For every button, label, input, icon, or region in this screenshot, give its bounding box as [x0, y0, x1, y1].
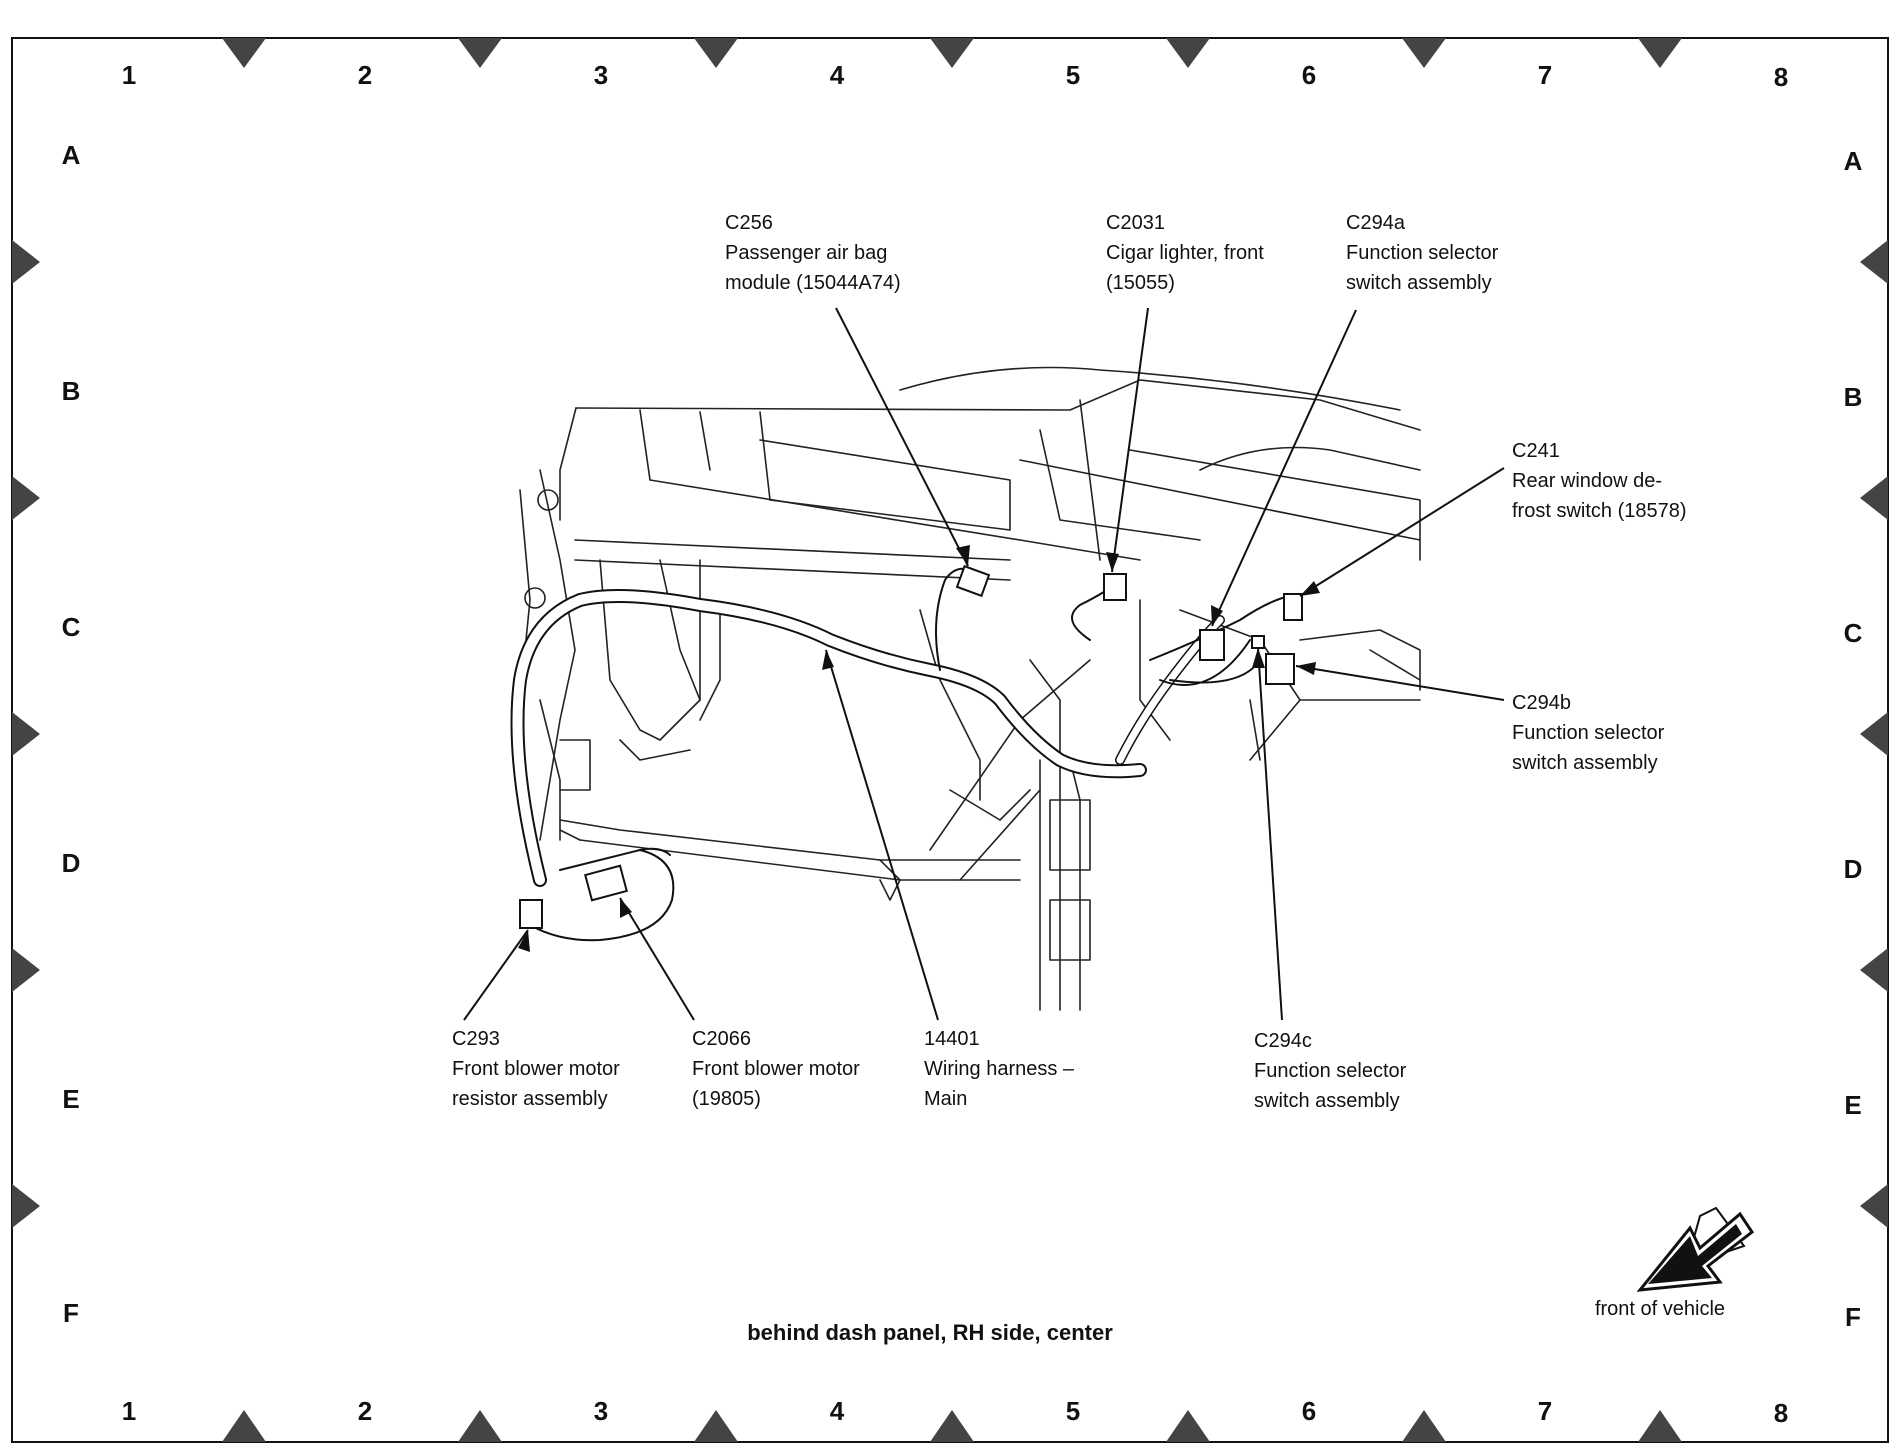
front-direction-arrow-icon	[1636, 1206, 1755, 1292]
callout-c294c-code: C294c	[1254, 1030, 1312, 1052]
callout-c2031-line1: Cigar lighter, front	[1106, 242, 1264, 264]
grid-col-top-1: 1	[121, 60, 137, 90]
connector-c2066-body	[584, 864, 628, 902]
callout-c2031: C2031 Cigar lighter, front (15055)	[1106, 208, 1264, 298]
bottom-zone-markers	[222, 1410, 1682, 1442]
left-zone-markers	[12, 240, 40, 1228]
grid-col-top-2: 2	[357, 60, 373, 90]
grid-row-right-b: B	[1843, 382, 1863, 412]
leader-c294c	[1257, 647, 1283, 1021]
connector-c256-body	[955, 564, 991, 598]
grid-col-bottom-2: 2	[357, 1396, 373, 1426]
callout-c294c: C294c Function selector switch assembly	[1254, 1026, 1406, 1116]
callout-c294b-line1: Function selector	[1512, 722, 1665, 744]
callout-c241: C241 Rear window de- frost switch (18578…	[1512, 436, 1687, 526]
callout-c241-line2: frost switch (18578)	[1512, 500, 1687, 522]
leader-c2066	[619, 897, 695, 1021]
callout-c293-line1: Front blower motor	[452, 1058, 620, 1080]
leader-lines	[463, 307, 1505, 1021]
callout-c294a-line2: switch assembly	[1346, 272, 1492, 294]
grid-row-left-a: A	[61, 140, 81, 170]
grid-col-top-8: 8	[1773, 62, 1789, 92]
diagram-caption: behind dash panel, RH side, center	[747, 1320, 1113, 1345]
connector-c294b-body	[1265, 653, 1295, 685]
leader-14401	[825, 649, 939, 1021]
grid-row-left-b: B	[61, 376, 81, 406]
leader-c241	[1299, 467, 1505, 597]
callout-c293-line2: resistor assembly	[452, 1088, 608, 1110]
top-zone-markers	[222, 38, 1682, 68]
grid-row-right-d: D	[1843, 854, 1863, 884]
callout-14401: 14401 Wiring harness – Main	[924, 1024, 1074, 1114]
grid-row-left-e: E	[62, 1084, 80, 1114]
callout-14401-line1: Wiring harness –	[924, 1058, 1075, 1080]
callout-c241-code: C241	[1512, 440, 1560, 462]
callout-c256-line1: Passenger air bag	[725, 242, 888, 264]
leader-arrowheads	[518, 545, 1320, 952]
grid-row-right-c: C	[1843, 618, 1863, 648]
grid-row-right-e: E	[1844, 1090, 1862, 1120]
callout-c294c-line2: switch assembly	[1254, 1090, 1400, 1112]
grid-col-bottom-3: 3	[593, 1396, 609, 1426]
leader-c2031	[1111, 307, 1149, 573]
callout-14401-code: 14401	[924, 1028, 980, 1050]
grid-col-bottom-4: 4	[829, 1396, 845, 1426]
grid-row-left-f: F	[63, 1298, 79, 1328]
front-of-vehicle-label: front of vehicle	[1594, 1298, 1726, 1320]
callout-c294a-line1: Function selector	[1346, 242, 1499, 264]
leader-c256	[835, 307, 969, 567]
dash-panel-structure-art	[519, 366, 1421, 1011]
connector-c2031-body	[1103, 573, 1127, 601]
connector-c294c-body	[1251, 635, 1265, 649]
connector-c294a-body	[1199, 629, 1225, 661]
leader-c294b	[1295, 665, 1505, 701]
callout-c294b-code: C294b	[1512, 692, 1571, 714]
grid-col-top-5: 5	[1065, 60, 1081, 90]
callout-c256-code: C256	[725, 212, 773, 234]
callout-c2066-line2: (19805)	[692, 1088, 761, 1110]
callout-c2031-line2: (15055)	[1106, 272, 1175, 294]
callout-c2066: C2066 Front blower motor (19805)	[692, 1024, 860, 1114]
connector-bodies	[519, 564, 1303, 929]
right-zone-markers	[1860, 240, 1888, 1228]
grid-row-left-c: C	[61, 612, 81, 642]
grid-col-top-7: 7	[1537, 60, 1553, 90]
callout-c2066-line1: Front blower motor	[692, 1058, 860, 1080]
callout-c256: C256 Passenger air bag module (15044A74)	[725, 208, 901, 298]
callout-c294a-code: C294a	[1346, 212, 1405, 234]
grid-col-bottom-8: 8	[1773, 1398, 1789, 1428]
grid-col-bottom-7: 7	[1537, 1396, 1553, 1426]
leader-c293	[463, 929, 529, 1021]
callout-c294c-line1: Function selector	[1254, 1060, 1407, 1082]
grid-col-bottom-5: 5	[1065, 1396, 1081, 1426]
grid-col-top-6: 6	[1301, 60, 1317, 90]
grid-row-left-d: D	[61, 848, 81, 878]
grid-col-bottom-6: 6	[1301, 1396, 1317, 1426]
grid-col-top-4: 4	[829, 60, 845, 90]
callout-c294b: C294b Function selector switch assembly	[1512, 688, 1664, 778]
callout-14401-line2: Main	[924, 1088, 968, 1110]
leader-c294a	[1211, 309, 1357, 627]
connector-c241-body	[1283, 593, 1303, 621]
callout-c2031-code: C2031	[1106, 212, 1165, 234]
grid-row-right-a: A	[1843, 146, 1863, 176]
callout-c2066-code: C2066	[692, 1028, 751, 1050]
callout-c293: C293 Front blower motor resistor assembl…	[452, 1024, 620, 1114]
grid-col-bottom-1: 1	[121, 1396, 137, 1426]
callout-c294a: C294a Function selector switch assembly	[1346, 208, 1498, 298]
connector-c293-body	[519, 899, 543, 929]
main-wiring-harness	[510, 567, 1291, 942]
callout-c294b-line2: switch assembly	[1512, 752, 1658, 774]
grid-row-right-f: F	[1845, 1302, 1861, 1332]
callout-c256-line2: module (15044A74)	[725, 272, 901, 294]
callout-c241-line1: Rear window de-	[1512, 470, 1663, 492]
callout-c293-code: C293	[452, 1028, 500, 1050]
grid-col-top-3: 3	[593, 60, 609, 90]
